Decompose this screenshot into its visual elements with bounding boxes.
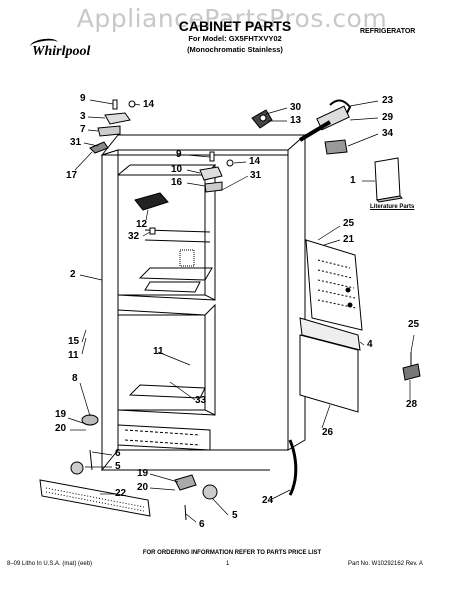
part-21-grille xyxy=(305,239,363,331)
part-28-bracket xyxy=(402,352,421,381)
callout-14: 14 xyxy=(143,99,155,110)
front-rollers xyxy=(70,414,218,521)
callout-25: 25 xyxy=(408,319,420,330)
callout-31: 31 xyxy=(70,137,82,148)
callout-29: 29 xyxy=(382,112,394,123)
callout-34: 34 xyxy=(382,128,394,139)
callout-2: 2 xyxy=(70,269,76,280)
callout-8: 8 xyxy=(72,373,78,384)
callout-13: 13 xyxy=(290,115,302,126)
callout-7: 7 xyxy=(80,124,86,135)
callout-26: 26 xyxy=(322,427,334,438)
part-30-13-bracket xyxy=(251,109,273,129)
callout-20: 20 xyxy=(137,482,149,493)
category-label: REFRIGERATOR xyxy=(360,28,416,35)
callout-6: 6 xyxy=(115,448,121,459)
callout-16: 16 xyxy=(171,177,183,188)
part-number: Part No. W10292162 Rev. A xyxy=(348,561,423,567)
cabinet-body xyxy=(100,133,306,472)
callout-3: 3 xyxy=(80,111,86,122)
callout-15: 15 xyxy=(68,336,80,347)
literature-booklet xyxy=(374,157,404,203)
callout-25: 25 xyxy=(343,218,355,229)
callout-32: 32 xyxy=(128,231,140,242)
part-4-26-panels xyxy=(299,317,361,413)
watermark: AppliancePartsPros.com xyxy=(76,4,388,33)
part-22-toe-grille xyxy=(39,479,151,517)
callout-20: 20 xyxy=(55,423,67,434)
callout-9: 9 xyxy=(176,149,182,160)
callout-11: 11 xyxy=(68,350,79,361)
callout-28: 28 xyxy=(406,399,418,410)
top-left-hinge xyxy=(89,99,136,154)
callout-6: 6 xyxy=(199,519,205,530)
callout-12: 12 xyxy=(136,219,148,230)
callout-17: 17 xyxy=(66,170,78,181)
brand-logo: Whirlpool xyxy=(32,44,91,59)
callout-5: 5 xyxy=(232,510,238,521)
callout-21: 21 xyxy=(343,234,355,245)
callout-23: 23 xyxy=(382,95,394,106)
part-24-tube xyxy=(288,439,298,496)
model-line: For Model: GX5FHTXVY02 xyxy=(188,34,282,43)
top-center-hinge xyxy=(199,151,234,193)
water-filter-assembly xyxy=(298,99,352,155)
page-number: 1 xyxy=(226,561,230,567)
page-title: CABINET PARTS xyxy=(178,18,292,34)
callout-19: 19 xyxy=(137,468,149,479)
callout-1: 1 xyxy=(350,175,356,186)
callout-31: 31 xyxy=(250,170,262,181)
part-12-housing xyxy=(134,192,169,235)
callout-30: 30 xyxy=(290,102,302,113)
callout-14: 14 xyxy=(249,156,261,167)
callout-11: 11 xyxy=(153,346,164,357)
callout-5: 5 xyxy=(115,461,121,472)
callout-33: 33 xyxy=(195,395,207,406)
variant-line: (Monochromatic Stainless) xyxy=(187,45,283,54)
callout-19: 19 xyxy=(55,409,67,420)
callout-4: 4 xyxy=(367,339,373,350)
callout-10: 10 xyxy=(171,164,183,175)
callout-24: 24 xyxy=(262,495,274,506)
litho-note: 8–09 Litho In U.S.A. (mat) (eeb) xyxy=(7,561,93,567)
leader-lines xyxy=(67,99,415,523)
callout-9: 9 xyxy=(80,93,86,104)
literature-parts-label: Literature Parts xyxy=(370,204,415,210)
callout-22: 22 xyxy=(115,488,127,499)
ordering-note: FOR ORDERING INFORMATION REFER TO PARTS … xyxy=(142,550,322,556)
